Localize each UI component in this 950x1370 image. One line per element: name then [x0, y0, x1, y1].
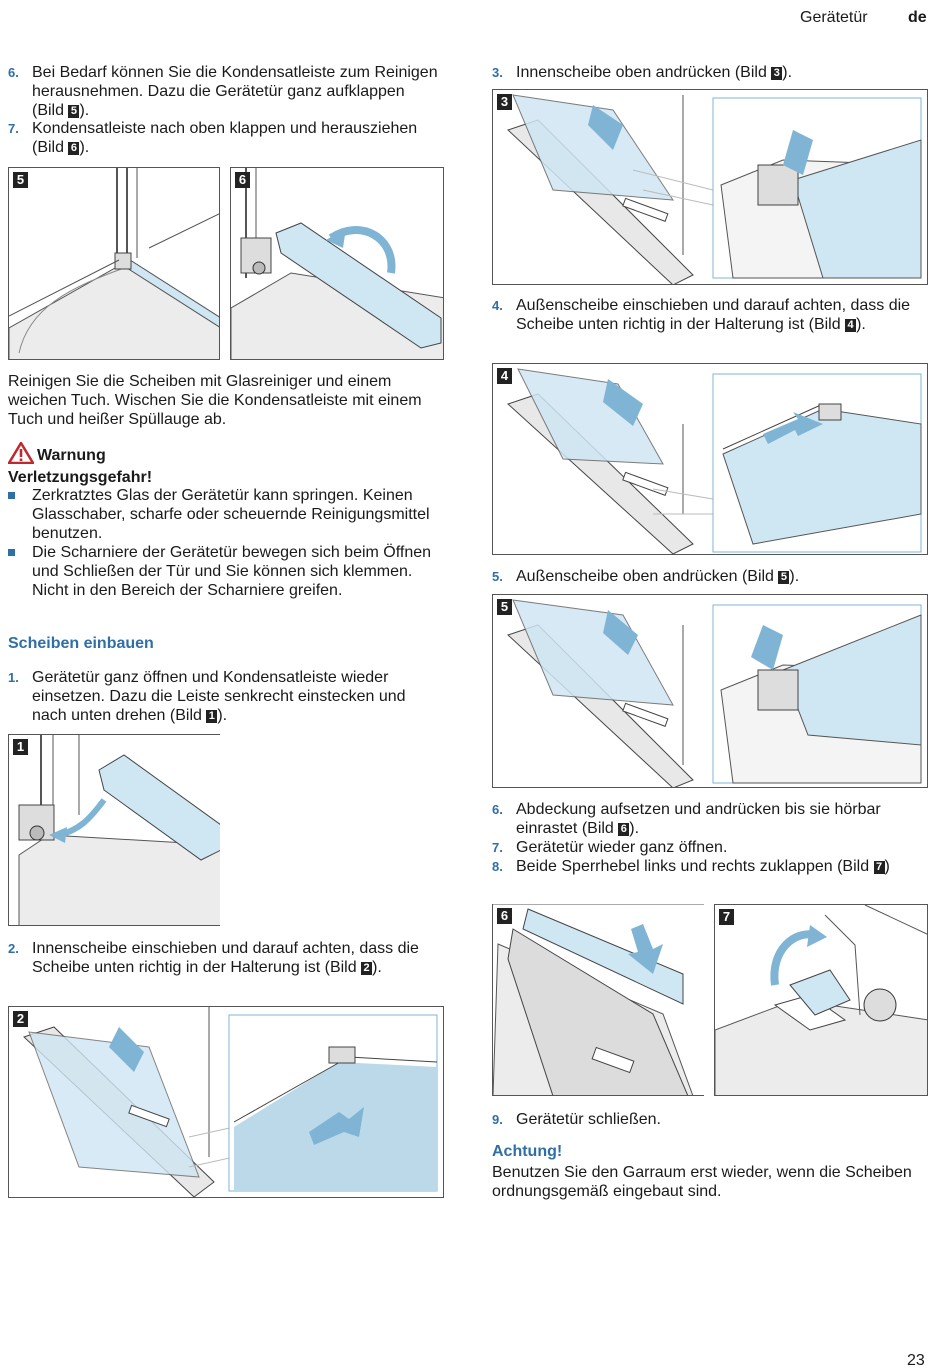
figure-badge: 5 [497, 599, 512, 615]
left-step-6: 6. Bei Bedarf können Sie die Kondensatle… [8, 64, 438, 119]
figure-badge: 3 [497, 94, 512, 110]
bild-ref: 5 [68, 105, 80, 118]
right-step-4: 4. Außenscheibe einschieben und darauf a… [492, 297, 911, 333]
warning-bullet: Die Scharniere der Gerätetür bewegen sic… [8, 543, 438, 600]
figure-1-drawing [18, 735, 220, 925]
right-step-9: 9. Gerätetür schließen. [492, 1111, 661, 1128]
figure-badge: 6 [497, 908, 512, 924]
header-section: Gerätetür [800, 9, 868, 26]
bild-ref: 2 [361, 962, 373, 975]
bild-ref: 6 [68, 142, 80, 155]
right-step-8: 8. Beide Sperrhebel links und rechts zuk… [492, 858, 890, 875]
bild-ref: 6 [618, 823, 630, 836]
figure-6-drawing [231, 168, 443, 359]
caution-text: Benutzen Sie den Garraum erst wieder, we… [492, 1164, 912, 1200]
figure-2: 2 [8, 1006, 444, 1198]
figure-5-drawing [9, 168, 219, 359]
bild-ref: 1 [206, 710, 218, 723]
right-step-7: 7. Gerätetür wieder ganz öffnen. [492, 839, 728, 856]
warning-bullet: Zerkratztes Glas der Gerätetür kann spri… [8, 486, 438, 543]
install-heading: Scheiben einbauen [8, 635, 154, 652]
figure-badge: 5 [13, 172, 28, 188]
figure-3-drawing [507, 94, 922, 284]
figure-1: 1 [8, 734, 220, 926]
figure-badge: 4 [497, 368, 512, 384]
figure-badge: 7 [719, 909, 734, 925]
figure-5-left: 5 [8, 167, 220, 360]
bullet-marker [8, 549, 15, 556]
warning-title: Warnung [37, 447, 106, 464]
figure-2-drawing [23, 1007, 438, 1197]
bild-ref: 4 [845, 319, 857, 332]
page-number: 23 [907, 1352, 925, 1369]
install-step-2: 2. Innenscheibe einschieben und darauf a… [8, 940, 419, 976]
caution-title: Achtung! [492, 1143, 563, 1160]
right-step-3: 3. Innenscheibe oben andrücken (Bild 3). [492, 64, 793, 81]
bild-ref: 7 [873, 861, 885, 874]
warning-subtitle: Verletzungsgefahr! [8, 469, 153, 486]
figure-7-drawing [715, 905, 927, 1095]
figure-6r-drawing [493, 904, 704, 1095]
bullet-marker [8, 492, 15, 499]
figure-4-drawing [507, 368, 922, 554]
figure-6-left: 6 [230, 167, 444, 360]
figure-5-right: 5 [492, 594, 928, 788]
install-step-1: 1. Gerätetür ganz öffnen und Kondensatle… [8, 669, 406, 724]
clean-text: Reinigen Sie die Scheiben mit Glasreinig… [8, 373, 422, 428]
header-lang: de [908, 9, 927, 26]
figure-4: 4 [492, 363, 928, 555]
figure-badge: 6 [235, 172, 250, 188]
figure-badge: 1 [13, 739, 28, 755]
bild-ref: 5 [778, 571, 790, 584]
right-step-5: 5. Außenscheibe oben andrücken (Bild 5). [492, 568, 800, 585]
left-step-7: 7. Kondensatleiste nach oben klappen und… [8, 120, 418, 156]
figure-3: 3 [492, 89, 928, 285]
figure-5r-drawing [507, 599, 922, 787]
figure-badge: 2 [13, 1011, 28, 1027]
bild-ref: 3 [771, 67, 783, 80]
warning-icon [6, 440, 36, 465]
right-step-6: 6. Abdeckung aufsetzen und andrücken bis… [492, 801, 881, 837]
figure-6-right: 6 [492, 904, 704, 1096]
figure-7: 7 [714, 904, 928, 1096]
